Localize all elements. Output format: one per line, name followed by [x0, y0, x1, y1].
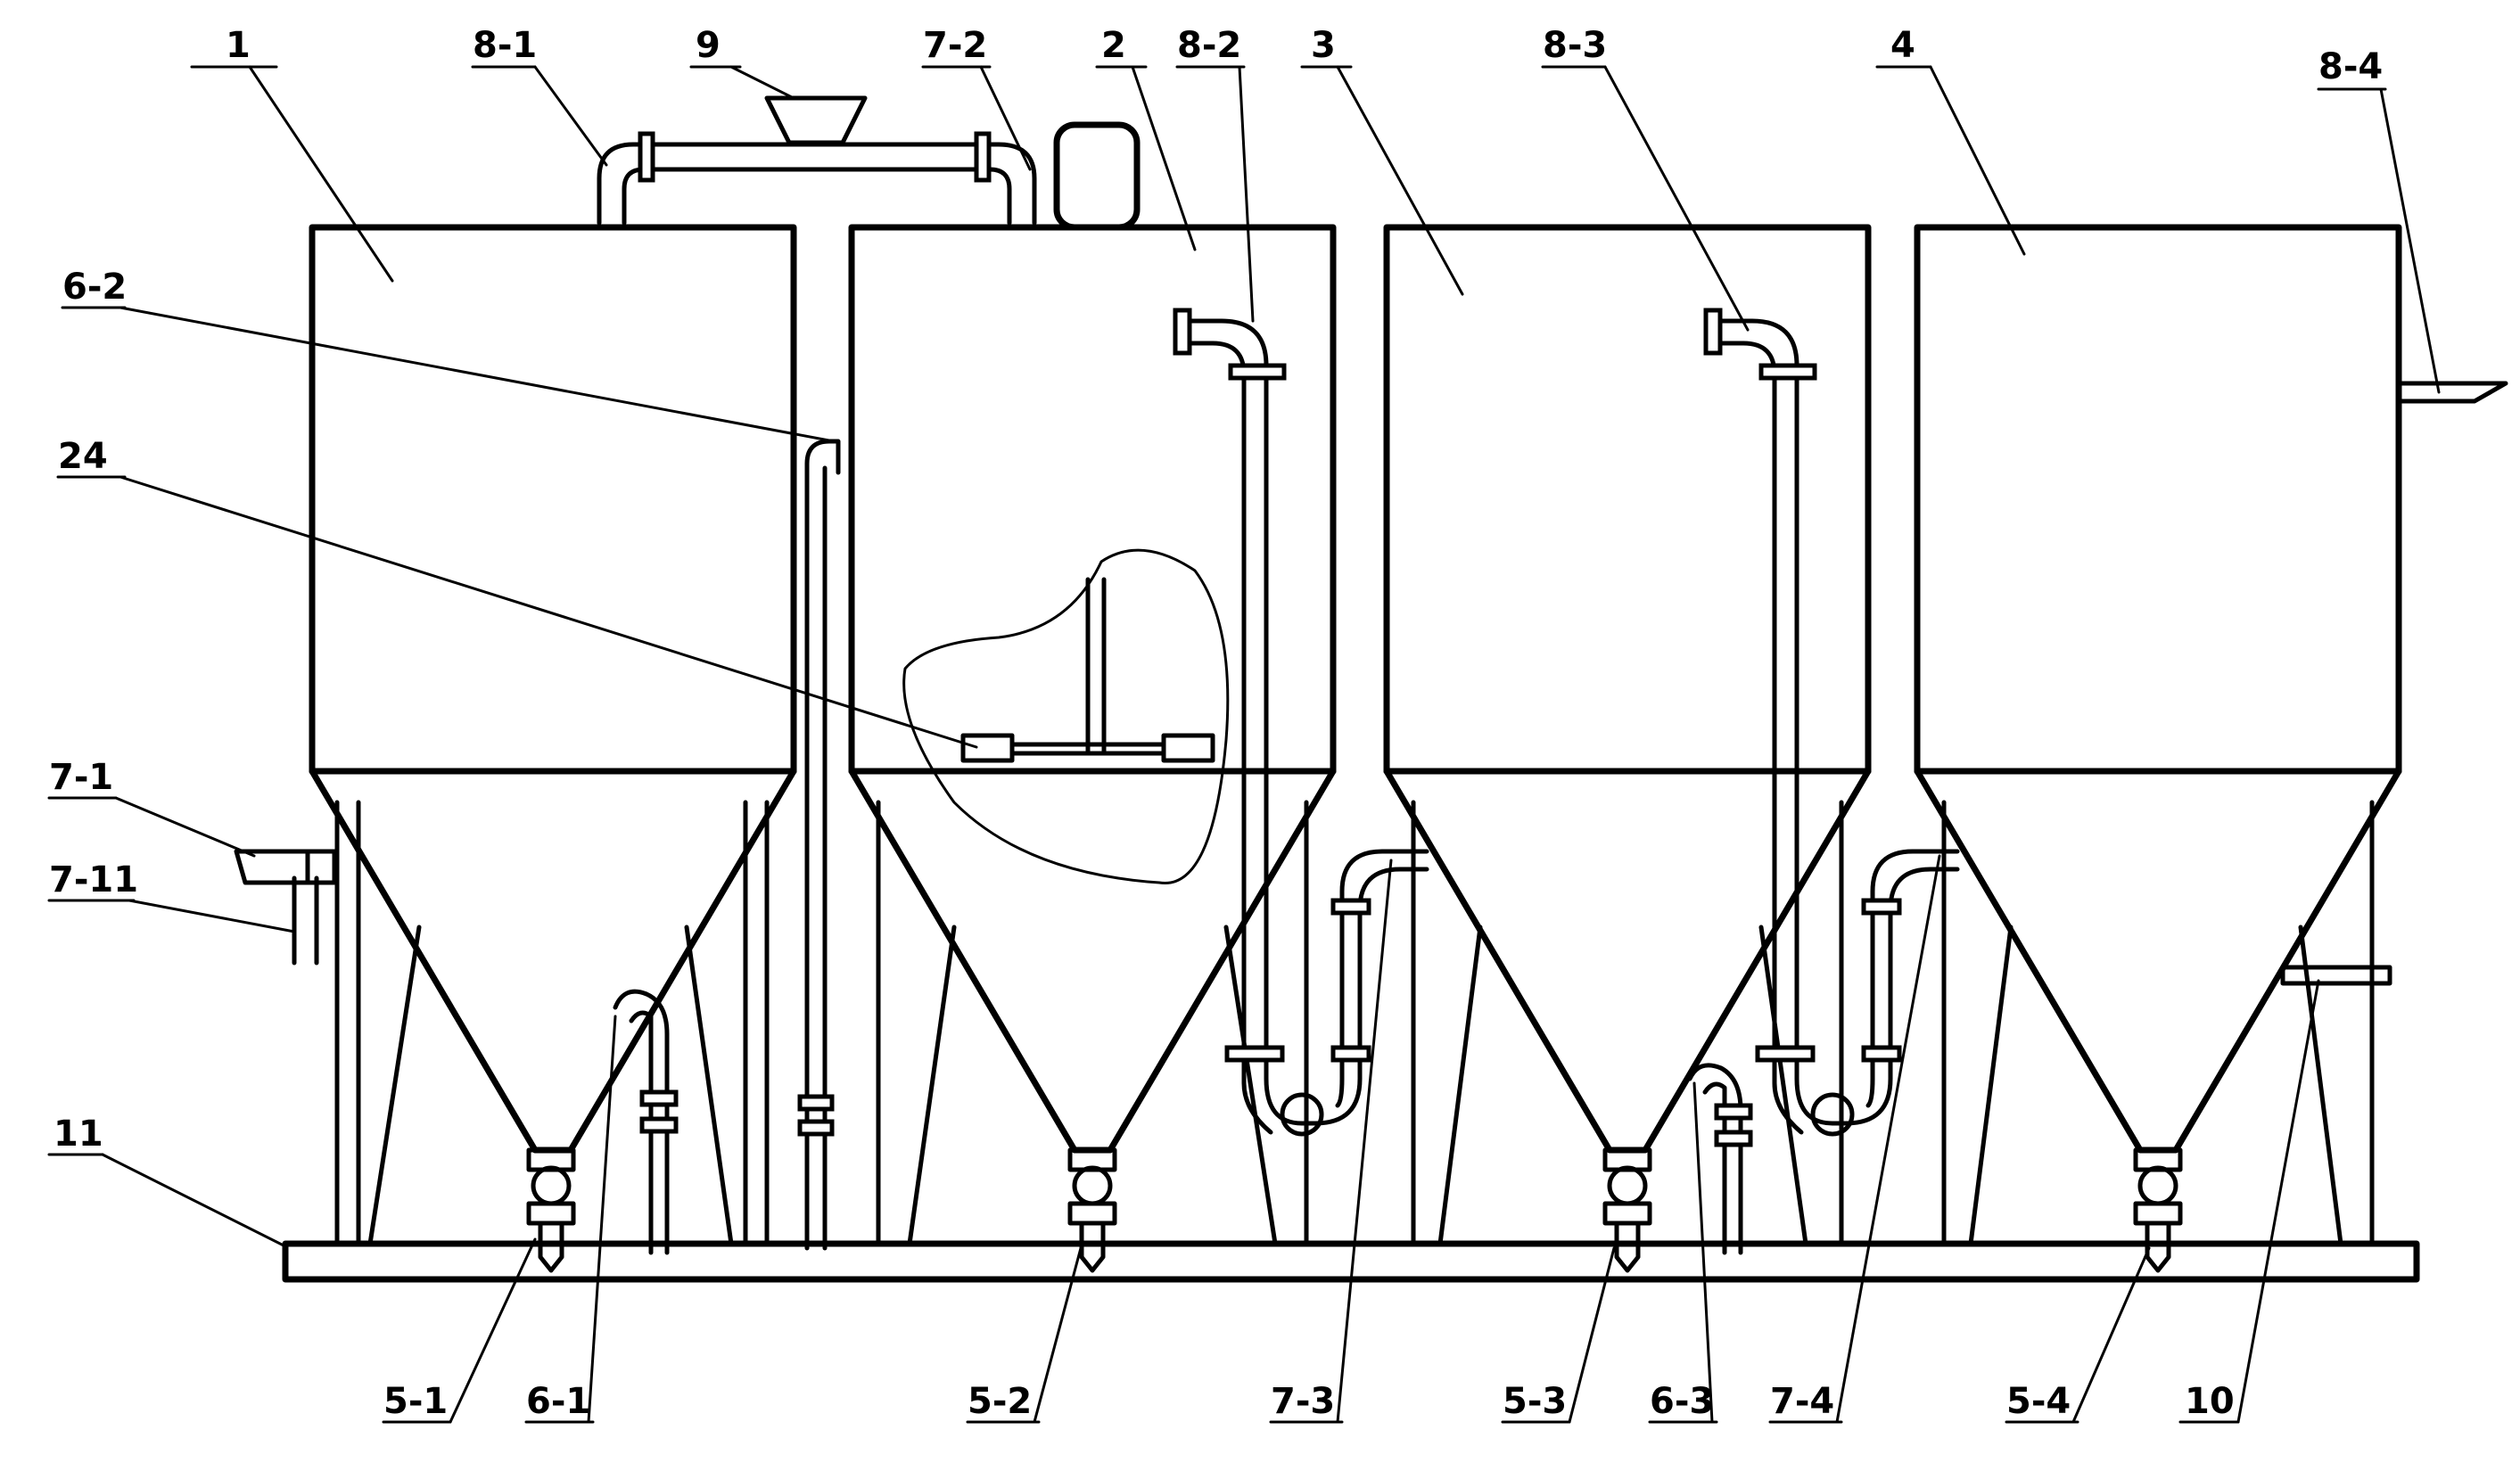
- top-transfer-pipe: [597, 95, 1037, 226]
- label-7-1: 7-1: [49, 757, 113, 798]
- pipe-6-3: [1687, 1063, 1753, 1255]
- label-6-1: 6-1: [526, 1381, 590, 1422]
- label-9: 9: [696, 25, 721, 66]
- inlet-7-1: [234, 849, 337, 966]
- label-3: 3: [1311, 25, 1336, 66]
- label-5-1: 5-1: [383, 1381, 448, 1422]
- label-6-3: 6-3: [1650, 1381, 1714, 1422]
- pipe-8-2-7-3: [1173, 308, 1429, 1137]
- label-7-11: 7-11: [49, 859, 138, 900]
- label-5-4: 5-4: [2006, 1381, 2071, 1422]
- label-5-3: 5-3: [1503, 1381, 1567, 1422]
- label-4: 4: [1890, 25, 1915, 66]
- label-8-4: 8-4: [2318, 46, 2383, 87]
- pipe-6-1: [613, 989, 679, 1255]
- label-6-2: 6-2: [62, 267, 127, 308]
- label-5-2: 5-2: [968, 1381, 1032, 1422]
- tank-2: [848, 121, 1337, 1246]
- tank-4: [1914, 224, 2508, 1246]
- label-11: 11: [54, 1114, 103, 1155]
- label-7-2: 7-2: [923, 25, 987, 66]
- bottom-valves: [526, 1147, 2183, 1273]
- label-8-3: 8-3: [1543, 25, 1607, 66]
- detail-24-agitator: [902, 548, 1230, 885]
- label-10: 10: [2185, 1381, 2235, 1422]
- label-7-3: 7-3: [1271, 1381, 1335, 1422]
- pipe-8-3-7-4: [1703, 308, 1960, 1137]
- leader-lines: [47, 65, 2441, 1424]
- label-8-1: 8-1: [473, 25, 537, 66]
- labels: 1 8-1 9 7-2 2 8-2 3 8-3 4 8-4 6-2 24 7-1…: [49, 25, 2383, 1422]
- label-24: 24: [58, 436, 108, 477]
- label-1: 1: [226, 25, 251, 66]
- tank-1: [309, 224, 797, 1246]
- pipe-6-2: [797, 439, 841, 1251]
- label-8-2: 8-2: [1177, 25, 1241, 66]
- label-2: 2: [1101, 25, 1126, 66]
- label-7-4: 7-4: [1770, 1381, 1834, 1422]
